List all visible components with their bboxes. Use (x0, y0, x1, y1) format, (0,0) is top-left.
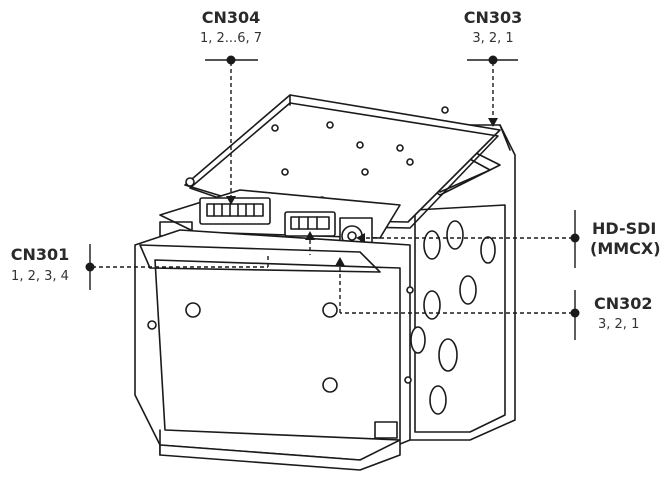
cn303-pins: 3, 2, 1 (472, 31, 514, 46)
cn303-callout (467, 55, 518, 127)
module-front-face (134, 229, 411, 471)
cn304-mid-callout (305, 231, 315, 255)
cn301-pins: 1, 2, 3, 4 (11, 269, 69, 284)
side-holes (404, 220, 496, 415)
hdsdi-label: HD-SDI (592, 219, 657, 238)
cn304-callout (205, 55, 258, 205)
cn304-pins: 1, 2...6, 7 (199, 31, 263, 46)
cn301-label: CN301 (10, 245, 70, 264)
cn304-label: CN304 (201, 8, 261, 27)
cn301-callout (85, 244, 269, 290)
cn302-label: CN302 (594, 294, 653, 313)
cn302-callout (335, 257, 580, 340)
cn302-pins: 3, 2, 1 (598, 317, 640, 332)
hdsdi-callout (356, 210, 580, 268)
cn303-label: CN303 (463, 8, 523, 27)
hdsdi-sub-label: (MMCX) (590, 239, 661, 258)
